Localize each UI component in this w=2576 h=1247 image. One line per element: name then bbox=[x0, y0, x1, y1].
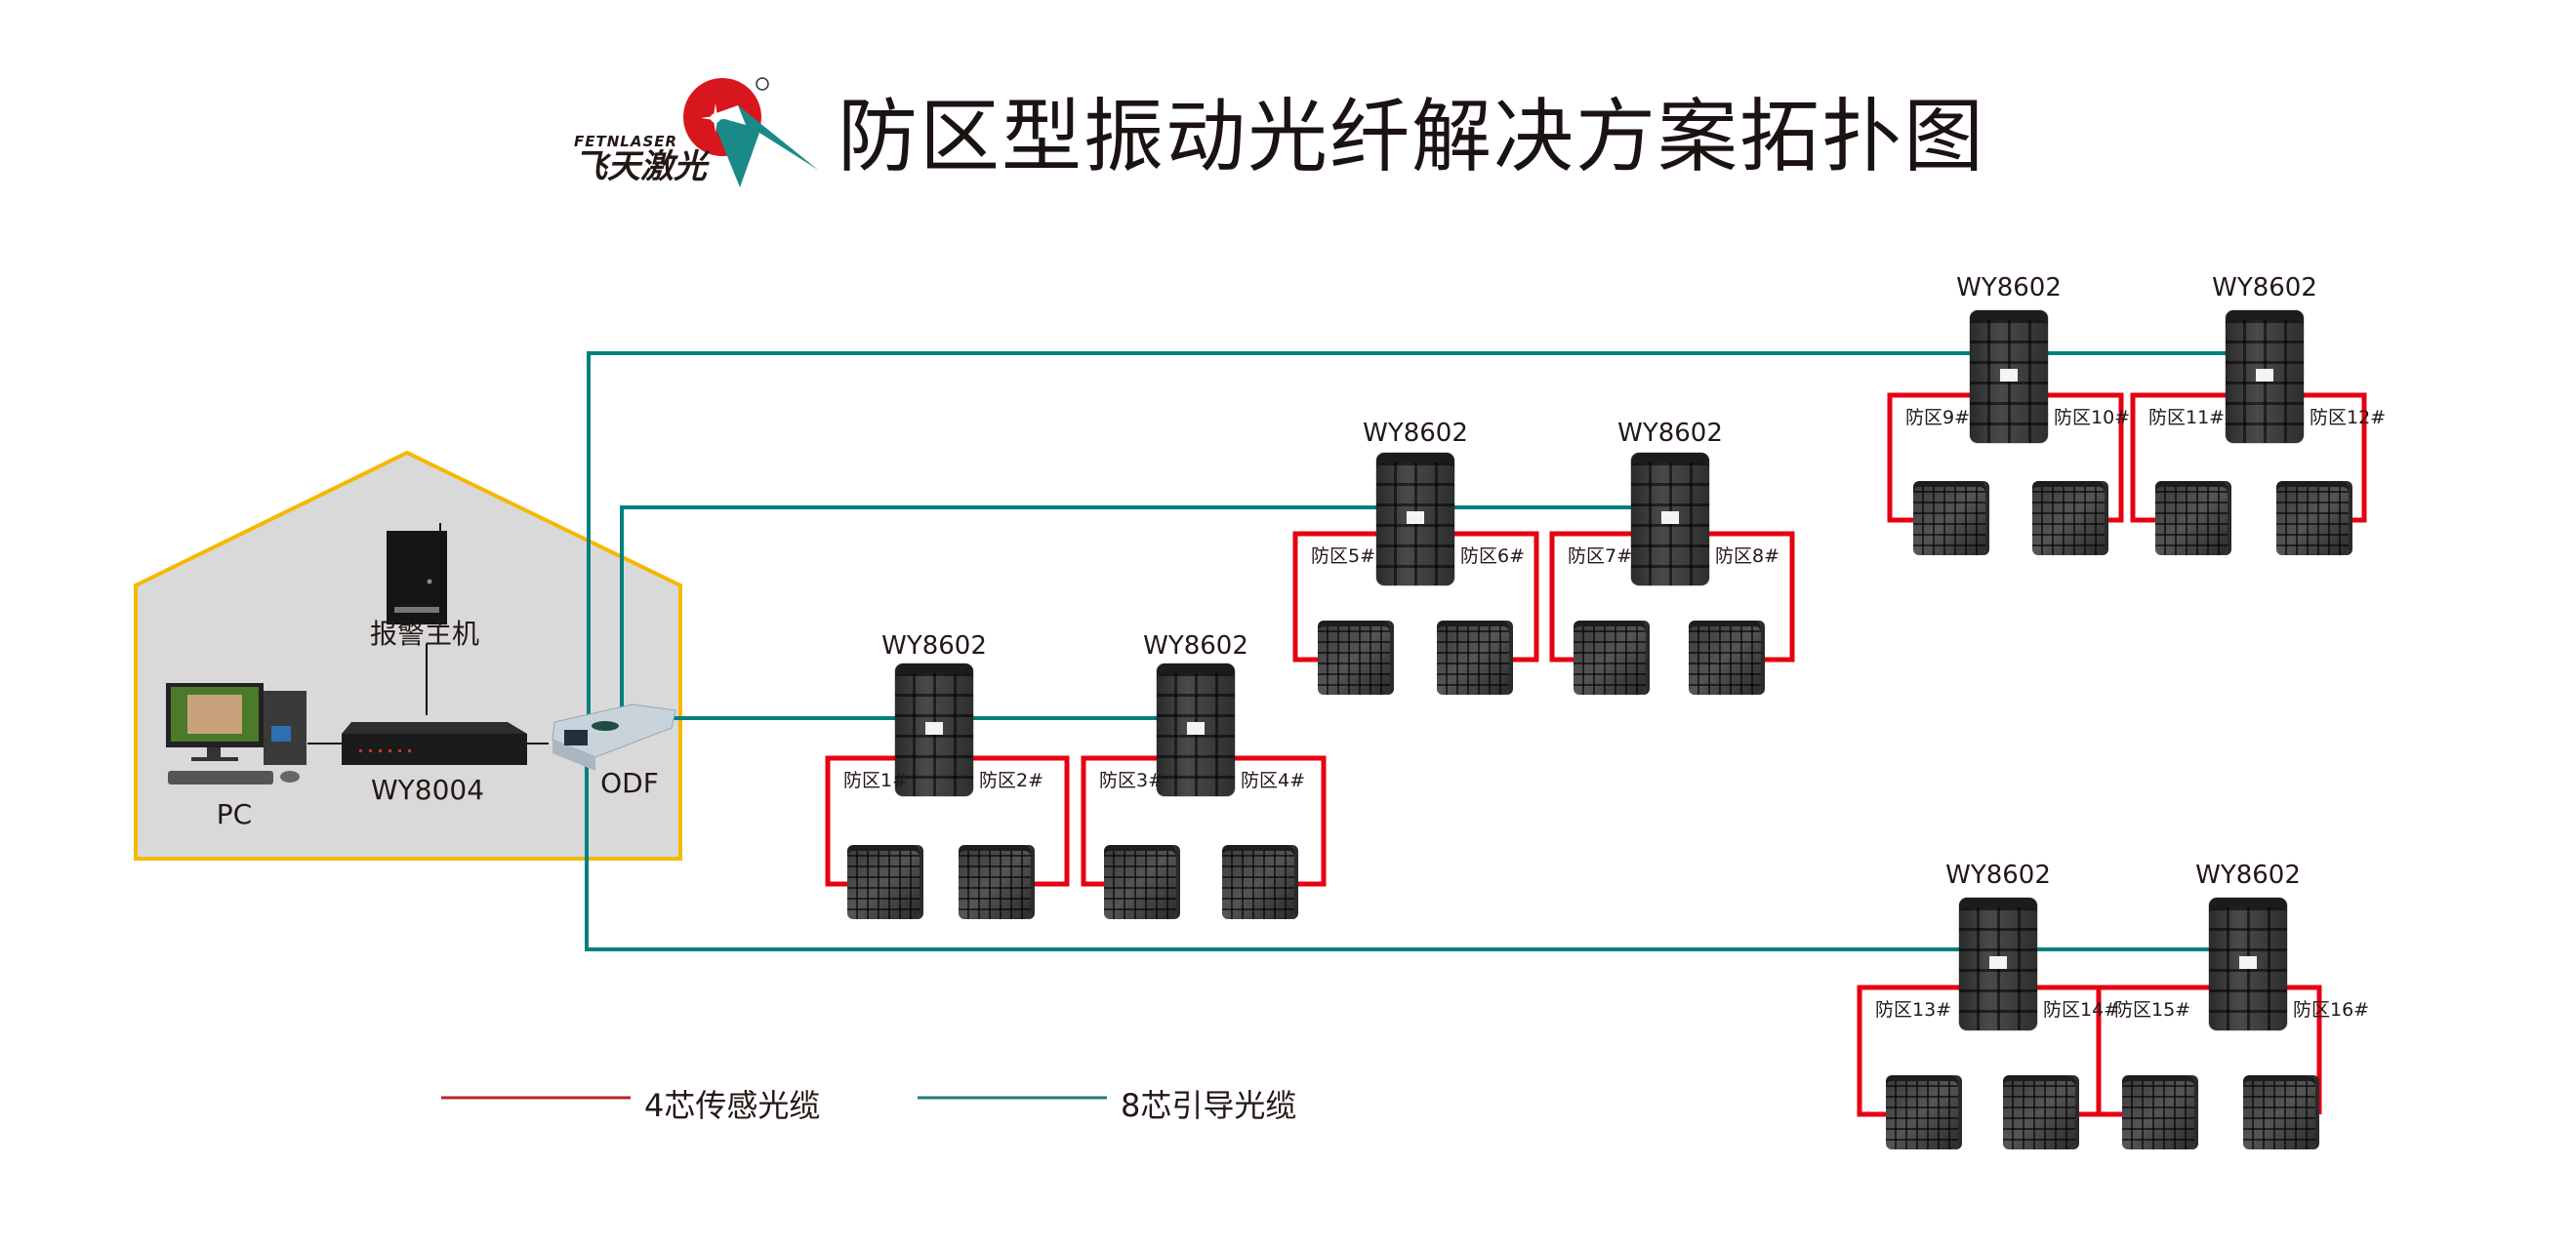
closure-model-label: WY8602 bbox=[1363, 419, 1468, 448]
sensing-cable-zone-10 bbox=[2048, 392, 2124, 523]
wy8004-label: WY8004 bbox=[370, 774, 485, 806]
logo-emblem-icon bbox=[683, 77, 818, 187]
closure-label-tag bbox=[2239, 956, 2257, 969]
closure-model-label: WY8602 bbox=[2212, 273, 2317, 302]
alarm-host-icon bbox=[387, 523, 447, 624]
sensing-cable-zone-13 bbox=[1857, 985, 1959, 1117]
sensor-terminal-box-icon-zone-12 bbox=[2276, 481, 2349, 555]
sensor-terminal-box-icon-zone-5 bbox=[1318, 621, 1390, 695]
lead-cable-bottom bbox=[585, 761, 2216, 951]
sensor-terminal-box-icon-zone-2 bbox=[959, 845, 1031, 919]
closure-model-label: WY8602 bbox=[1945, 861, 2051, 890]
alarm-host-label: 报警主机 bbox=[369, 618, 480, 650]
sensing-cable-zone-9 bbox=[1887, 392, 1970, 523]
closure-model-label: WY8602 bbox=[881, 631, 987, 661]
sensing-cable-zone-11 bbox=[2130, 392, 2226, 523]
sensor-terminal-box-icon-zone-3 bbox=[1104, 845, 1176, 919]
zone-label-4: 防区4# bbox=[1241, 770, 1306, 791]
sensor-terminal-box-icon-zone-10 bbox=[2032, 481, 2105, 555]
lead-cable-top bbox=[587, 351, 2230, 722]
odf-icon bbox=[552, 704, 676, 771]
sensing-cable-zone-5 bbox=[1292, 531, 1376, 663]
wy8602-splice-closure-icon bbox=[2209, 898, 2287, 1030]
wy8602-splice-closure-icon bbox=[1157, 664, 1235, 796]
sensor-terminal-box-icon-zone-4 bbox=[1222, 845, 1294, 919]
wy8602-splice-closure-icon bbox=[1970, 310, 2048, 443]
pc-icon bbox=[166, 683, 307, 784]
odf-label: ODF bbox=[600, 767, 659, 799]
sensing-cable-zone-15 bbox=[2096, 985, 2209, 1117]
sensor-terminal-box-icon-zone-9 bbox=[1913, 481, 1985, 555]
lead-cable-middle bbox=[620, 505, 1640, 722]
zone-label-10: 防区10# bbox=[2054, 407, 2131, 428]
closure-model-label: WY8602 bbox=[1956, 273, 2062, 302]
sensor-terminal-box-icon-zone-6 bbox=[1437, 621, 1509, 695]
wy8602-splice-closure-icon bbox=[895, 664, 973, 796]
sensing-cable-zone-12 bbox=[2304, 392, 2367, 523]
zone-label-11: 防区11# bbox=[2148, 407, 2226, 428]
company-logo: FETNLASER 飞天激光 bbox=[574, 72, 828, 193]
zone-label-16: 防区16# bbox=[2293, 999, 2370, 1021]
sensing-cable-zone-1 bbox=[825, 755, 895, 887]
sensing-cable-zone-8 bbox=[1709, 531, 1795, 663]
wy8602-splice-closure-icon bbox=[1376, 453, 1454, 585]
sensor-terminal-box-icon-zone-16 bbox=[2243, 1075, 2315, 1149]
sensor-terminal-box-icon-zone-11 bbox=[2155, 481, 2228, 555]
zone-label-6: 防区6# bbox=[1460, 545, 1526, 567]
sensor-terminal-box-icon-zone-1 bbox=[847, 845, 920, 919]
zone-label-15: 防区15# bbox=[2114, 999, 2191, 1021]
wy8602-splice-closure-icon bbox=[2226, 310, 2304, 443]
closure-model-label: WY8602 bbox=[1617, 419, 1723, 448]
zone-label-14: 防区14# bbox=[2043, 999, 2120, 1021]
zone-label-1: 防区1# bbox=[843, 770, 909, 791]
closure-label-tag bbox=[1187, 722, 1205, 735]
zone-label-13: 防区13# bbox=[1875, 999, 1952, 1021]
wy8602-splice-closure-icon bbox=[1631, 453, 1709, 585]
page-title: 防区型振动光纤解决方案拓扑图 bbox=[838, 91, 1986, 183]
brand-chinese-name: 飞天激光 bbox=[574, 147, 707, 186]
sensing-cable-zone-2 bbox=[973, 755, 1070, 887]
zone-label-3: 防区3# bbox=[1099, 770, 1165, 791]
sensing-cable-zone-6 bbox=[1454, 531, 1539, 663]
pc-label: PC bbox=[216, 798, 253, 830]
sensing-cable-zone-16 bbox=[2287, 985, 2322, 1114]
wy8004-device-icon bbox=[342, 722, 527, 765]
closure-label-tag bbox=[2000, 369, 2018, 382]
sensor-terminal-box-icon-zone-13 bbox=[1886, 1075, 1958, 1149]
sensor-terminal-box-icon-zone-15 bbox=[2122, 1075, 2194, 1149]
closure-label-tag bbox=[1989, 956, 2007, 969]
closure-model-label: WY8602 bbox=[2195, 861, 2301, 890]
legend-sensing-label: 4芯传感光缆 bbox=[644, 1087, 821, 1124]
closure-label-tag bbox=[1407, 511, 1424, 524]
sensor-terminal-box-icon-zone-7 bbox=[1574, 621, 1646, 695]
wy8602-splice-closure-icon bbox=[1959, 898, 2037, 1030]
zone-label-9: 防区9# bbox=[1905, 407, 1971, 428]
legend-lead-label: 8芯引导光缆 bbox=[1121, 1087, 1297, 1124]
sensing-cable-zone-3 bbox=[1081, 755, 1157, 887]
zone-label-7: 防区7# bbox=[1568, 545, 1633, 567]
zone-label-5: 防区5# bbox=[1311, 545, 1376, 567]
closure-label-tag bbox=[1661, 511, 1679, 524]
closure-model-label: WY8602 bbox=[1143, 631, 1248, 661]
sensor-terminal-box-icon-zone-8 bbox=[1689, 621, 1761, 695]
zone-label-8: 防区8# bbox=[1715, 545, 1780, 567]
closure-label-tag bbox=[925, 722, 943, 735]
brand-english-name: FETNLASER bbox=[574, 133, 678, 150]
zone-label-2: 防区2# bbox=[979, 770, 1044, 791]
closure-label-tag bbox=[2256, 369, 2273, 382]
zone-label-12: 防区12# bbox=[2310, 407, 2387, 428]
sensor-terminal-box-icon-zone-14 bbox=[2003, 1075, 2075, 1149]
sensing-cable-zone-7 bbox=[1549, 531, 1631, 663]
sensing-cable-zone-4 bbox=[1235, 755, 1327, 887]
